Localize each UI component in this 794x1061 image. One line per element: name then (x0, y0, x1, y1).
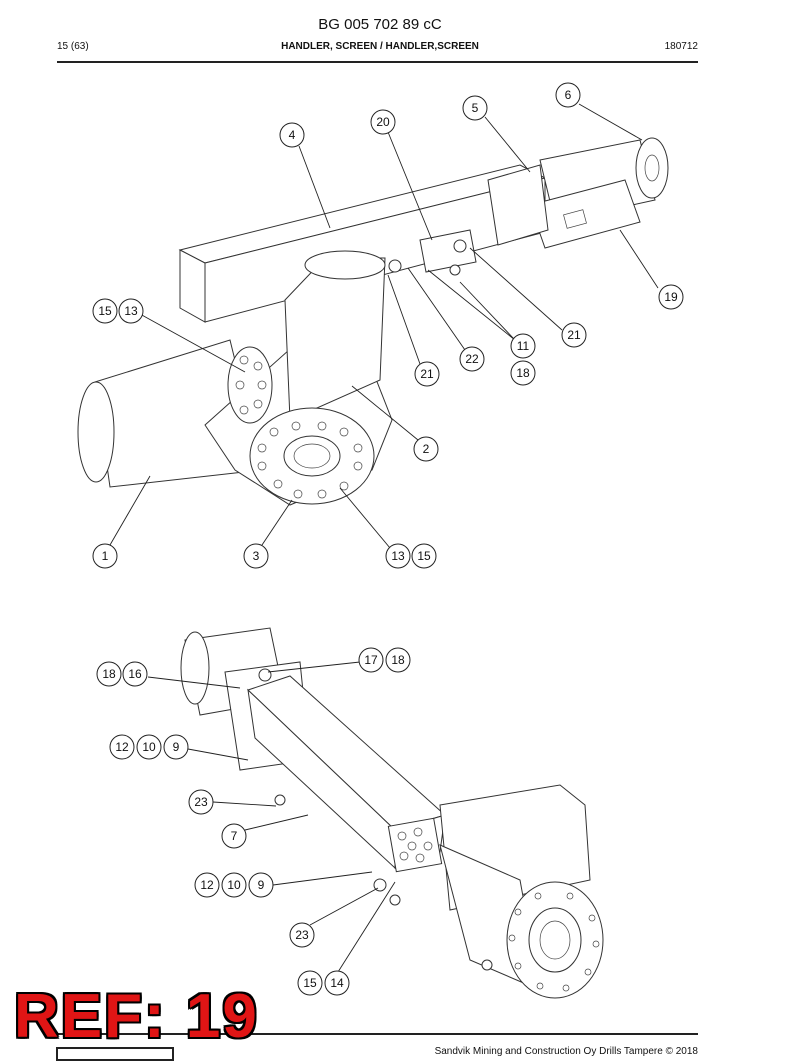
callout-2: 2 (413, 436, 439, 462)
callout-18-b: 18 (96, 661, 122, 687)
callout-22: 22 (459, 346, 485, 372)
callout-16: 16 (122, 661, 148, 687)
callout-17: 17 (358, 647, 384, 673)
callout-14: 14 (324, 970, 350, 996)
callout-number: 14 (330, 976, 344, 990)
callout-number: 7 (231, 829, 238, 843)
callout-number: 17 (364, 653, 378, 667)
callout-15-c: 15 (297, 970, 323, 996)
callout-number: 13 (124, 304, 138, 318)
callout-number: 3 (253, 549, 260, 563)
leader-lines (109, 103, 659, 973)
callout-number: 13 (391, 549, 405, 563)
callout-number: 5 (472, 101, 479, 115)
callout-number: 15 (417, 549, 431, 563)
callout-9-a: 9 (163, 734, 189, 760)
document-id: BG 005 702 89 cC (318, 16, 442, 33)
callout-12-b: 12 (194, 872, 220, 898)
callout-number: 20 (376, 115, 390, 129)
callout-15-bottom: 15 (411, 543, 437, 569)
callout-number: 21 (420, 367, 434, 381)
callout-18-a: 18 (385, 647, 411, 673)
callout-number: 9 (173, 740, 180, 754)
callout-number: 12 (115, 740, 129, 754)
footer-rule (57, 1033, 698, 1035)
callout-10-a: 10 (136, 734, 162, 760)
callout-number: 10 (227, 878, 241, 892)
callout-number: 12 (200, 878, 214, 892)
callout-number: 21 (567, 328, 581, 342)
callout-13: 13 (118, 298, 144, 324)
callout-number: 18 (516, 366, 530, 380)
callout-15: 15 (92, 298, 118, 324)
page-number: 15 (63) (57, 41, 89, 52)
header-rule (57, 61, 698, 63)
callout-10-b: 10 (221, 872, 247, 898)
callout-12-a: 12 (109, 734, 135, 760)
callout-number: 22 (465, 352, 479, 366)
callout-number: 18 (102, 667, 116, 681)
callout-number: 2 (423, 442, 430, 456)
callout-number: 18 (391, 653, 405, 667)
page-title: HANDLER, SCREEN / HANDLER,SCREEN (281, 41, 479, 52)
callout-18-top: 18 (510, 360, 536, 386)
top-assembly-illustration (77, 137, 669, 506)
callout-number: 23 (194, 795, 208, 809)
callout-number: 15 (303, 976, 317, 990)
callout-9-b: 9 (248, 872, 274, 898)
callout-4: 4 (279, 122, 305, 148)
callout-number: 4 (289, 128, 296, 142)
callout-23-a: 23 (188, 789, 214, 815)
callout-21-right: 21 (561, 322, 587, 348)
ref-stamp: REF: 19 (14, 982, 259, 1051)
callout-number: 9 (258, 878, 265, 892)
bottom-assembly-illustration (180, 627, 604, 999)
callout-number: 1 (102, 549, 109, 563)
callout-19: 19 (658, 284, 684, 310)
callout-20: 20 (370, 109, 396, 135)
callout-11: 11 (510, 333, 536, 359)
callout-number: 19 (664, 290, 678, 304)
callout-6: 6 (555, 82, 581, 108)
callout-13-bottom: 13 (385, 543, 411, 569)
callout-number: 16 (128, 667, 142, 681)
callout-1: 1 (92, 543, 118, 569)
callout-number: 23 (295, 928, 309, 942)
callout-23-b: 23 (289, 922, 315, 948)
callout-21-left: 21 (414, 361, 440, 387)
document-date: 180712 (664, 41, 698, 52)
callout-5: 5 (462, 95, 488, 121)
callout-number: 6 (565, 88, 572, 102)
callout-number: 11 (517, 339, 530, 353)
copyright-text: Sandvik Mining and Construction Oy Drill… (434, 1046, 698, 1057)
callout-7: 7 (221, 823, 247, 849)
callout-number: 10 (142, 740, 156, 754)
callout-3: 3 (243, 543, 269, 569)
callout-number: 15 (98, 304, 112, 318)
